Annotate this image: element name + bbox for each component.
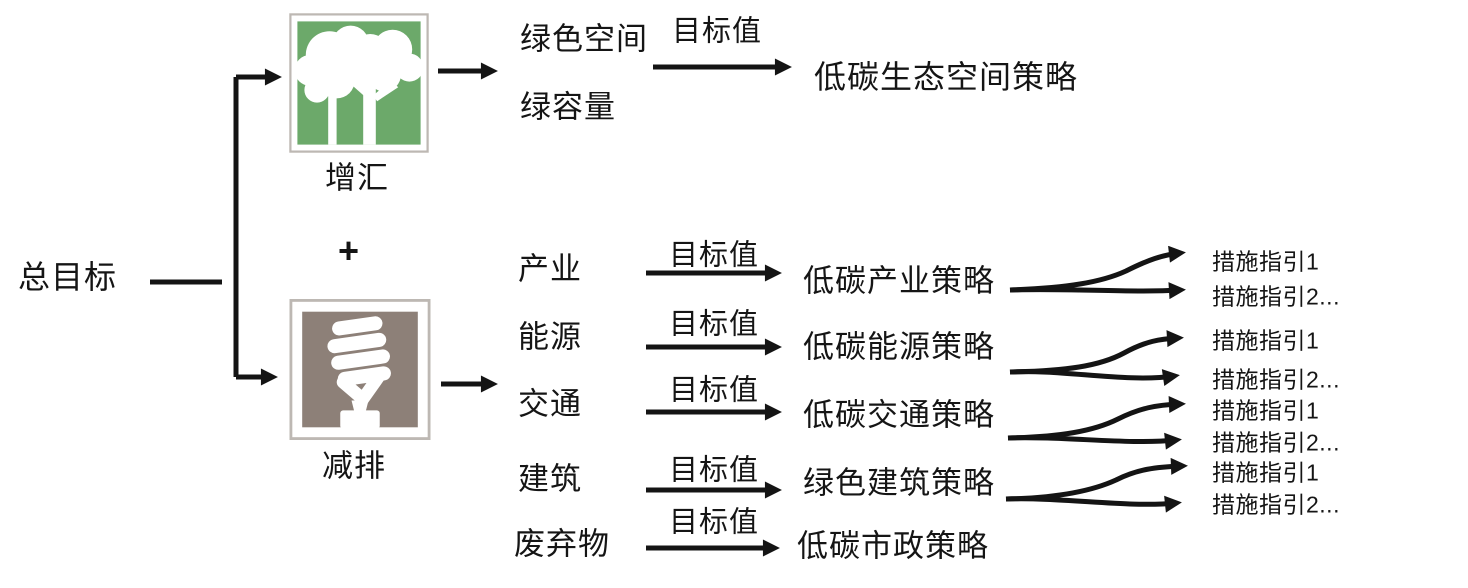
measure-guide-label: 措施指引2... [1212,366,1340,393]
transport-strategy-label: 低碳交通策略 [803,397,995,433]
plus-sign: + [338,230,361,271]
carbon-sink-label: 增汇 [325,160,389,196]
measure-guide-label: 措施指引2... [1212,283,1340,310]
cfl-bulb-icon [289,299,431,440]
category-transport-label: 交通 [518,386,582,422]
target-value-label-industry: 目标值 [669,239,760,272]
green-space-label: 绿色空间 [520,21,648,57]
carbon-sink-icon-box [288,13,430,153]
fork-energy-measure1 [1009,330,1184,375]
measure-guide-label: 措施指引1 [1212,248,1320,275]
fork-transport-measure2 [1007,432,1182,450]
measure-guide-label: 措施指引2... [1212,491,1340,518]
fork-industry-measure2 [1009,282,1186,300]
target-value-label-waste: 目标值 [669,506,760,539]
category-waste-label: 废弃物 [514,526,610,562]
green-capacity-label: 绿容量 [520,89,616,125]
target-value-label-energy: 目标值 [669,308,760,341]
fork-building-measure2 [1005,495,1182,513]
target-value-label-eco: 目标值 [672,15,763,48]
category-building-label: 建筑 [518,461,582,497]
fork-transport-measure1 [1007,395,1186,441]
fork-building-measure1 [1005,457,1188,502]
measure-guide-label: 措施指引1 [1212,459,1320,486]
target-value-label-transport: 目标值 [669,374,760,407]
fork-industry-measure1 [1009,245,1186,293]
emission-reduction-icon-box [289,299,431,440]
building-strategy-label: 绿色建筑策略 [803,465,995,501]
category-industry-label: 产业 [518,251,582,287]
measure-guide-label: 措施指引2... [1212,429,1340,456]
municipal-strategy-label: 低碳市政策略 [797,528,989,564]
tree-icon [289,13,429,153]
fork-energy-measure2 [1009,369,1180,387]
category-energy-label: 能源 [518,319,582,355]
eco-space-strategy-label: 低碳生态空间策略 [814,59,1079,95]
measure-guide-label: 措施指引1 [1212,397,1320,424]
emission-reduction-label: 减排 [322,448,386,484]
energy-strategy-label: 低碳能源策略 [803,329,995,365]
overall-goal-label: 总目标 [18,259,118,295]
target-value-label-building: 目标值 [669,454,760,487]
measure-guide-label: 措施指引1 [1212,327,1320,354]
industry-strategy-label: 低碳产业策略 [803,263,995,299]
